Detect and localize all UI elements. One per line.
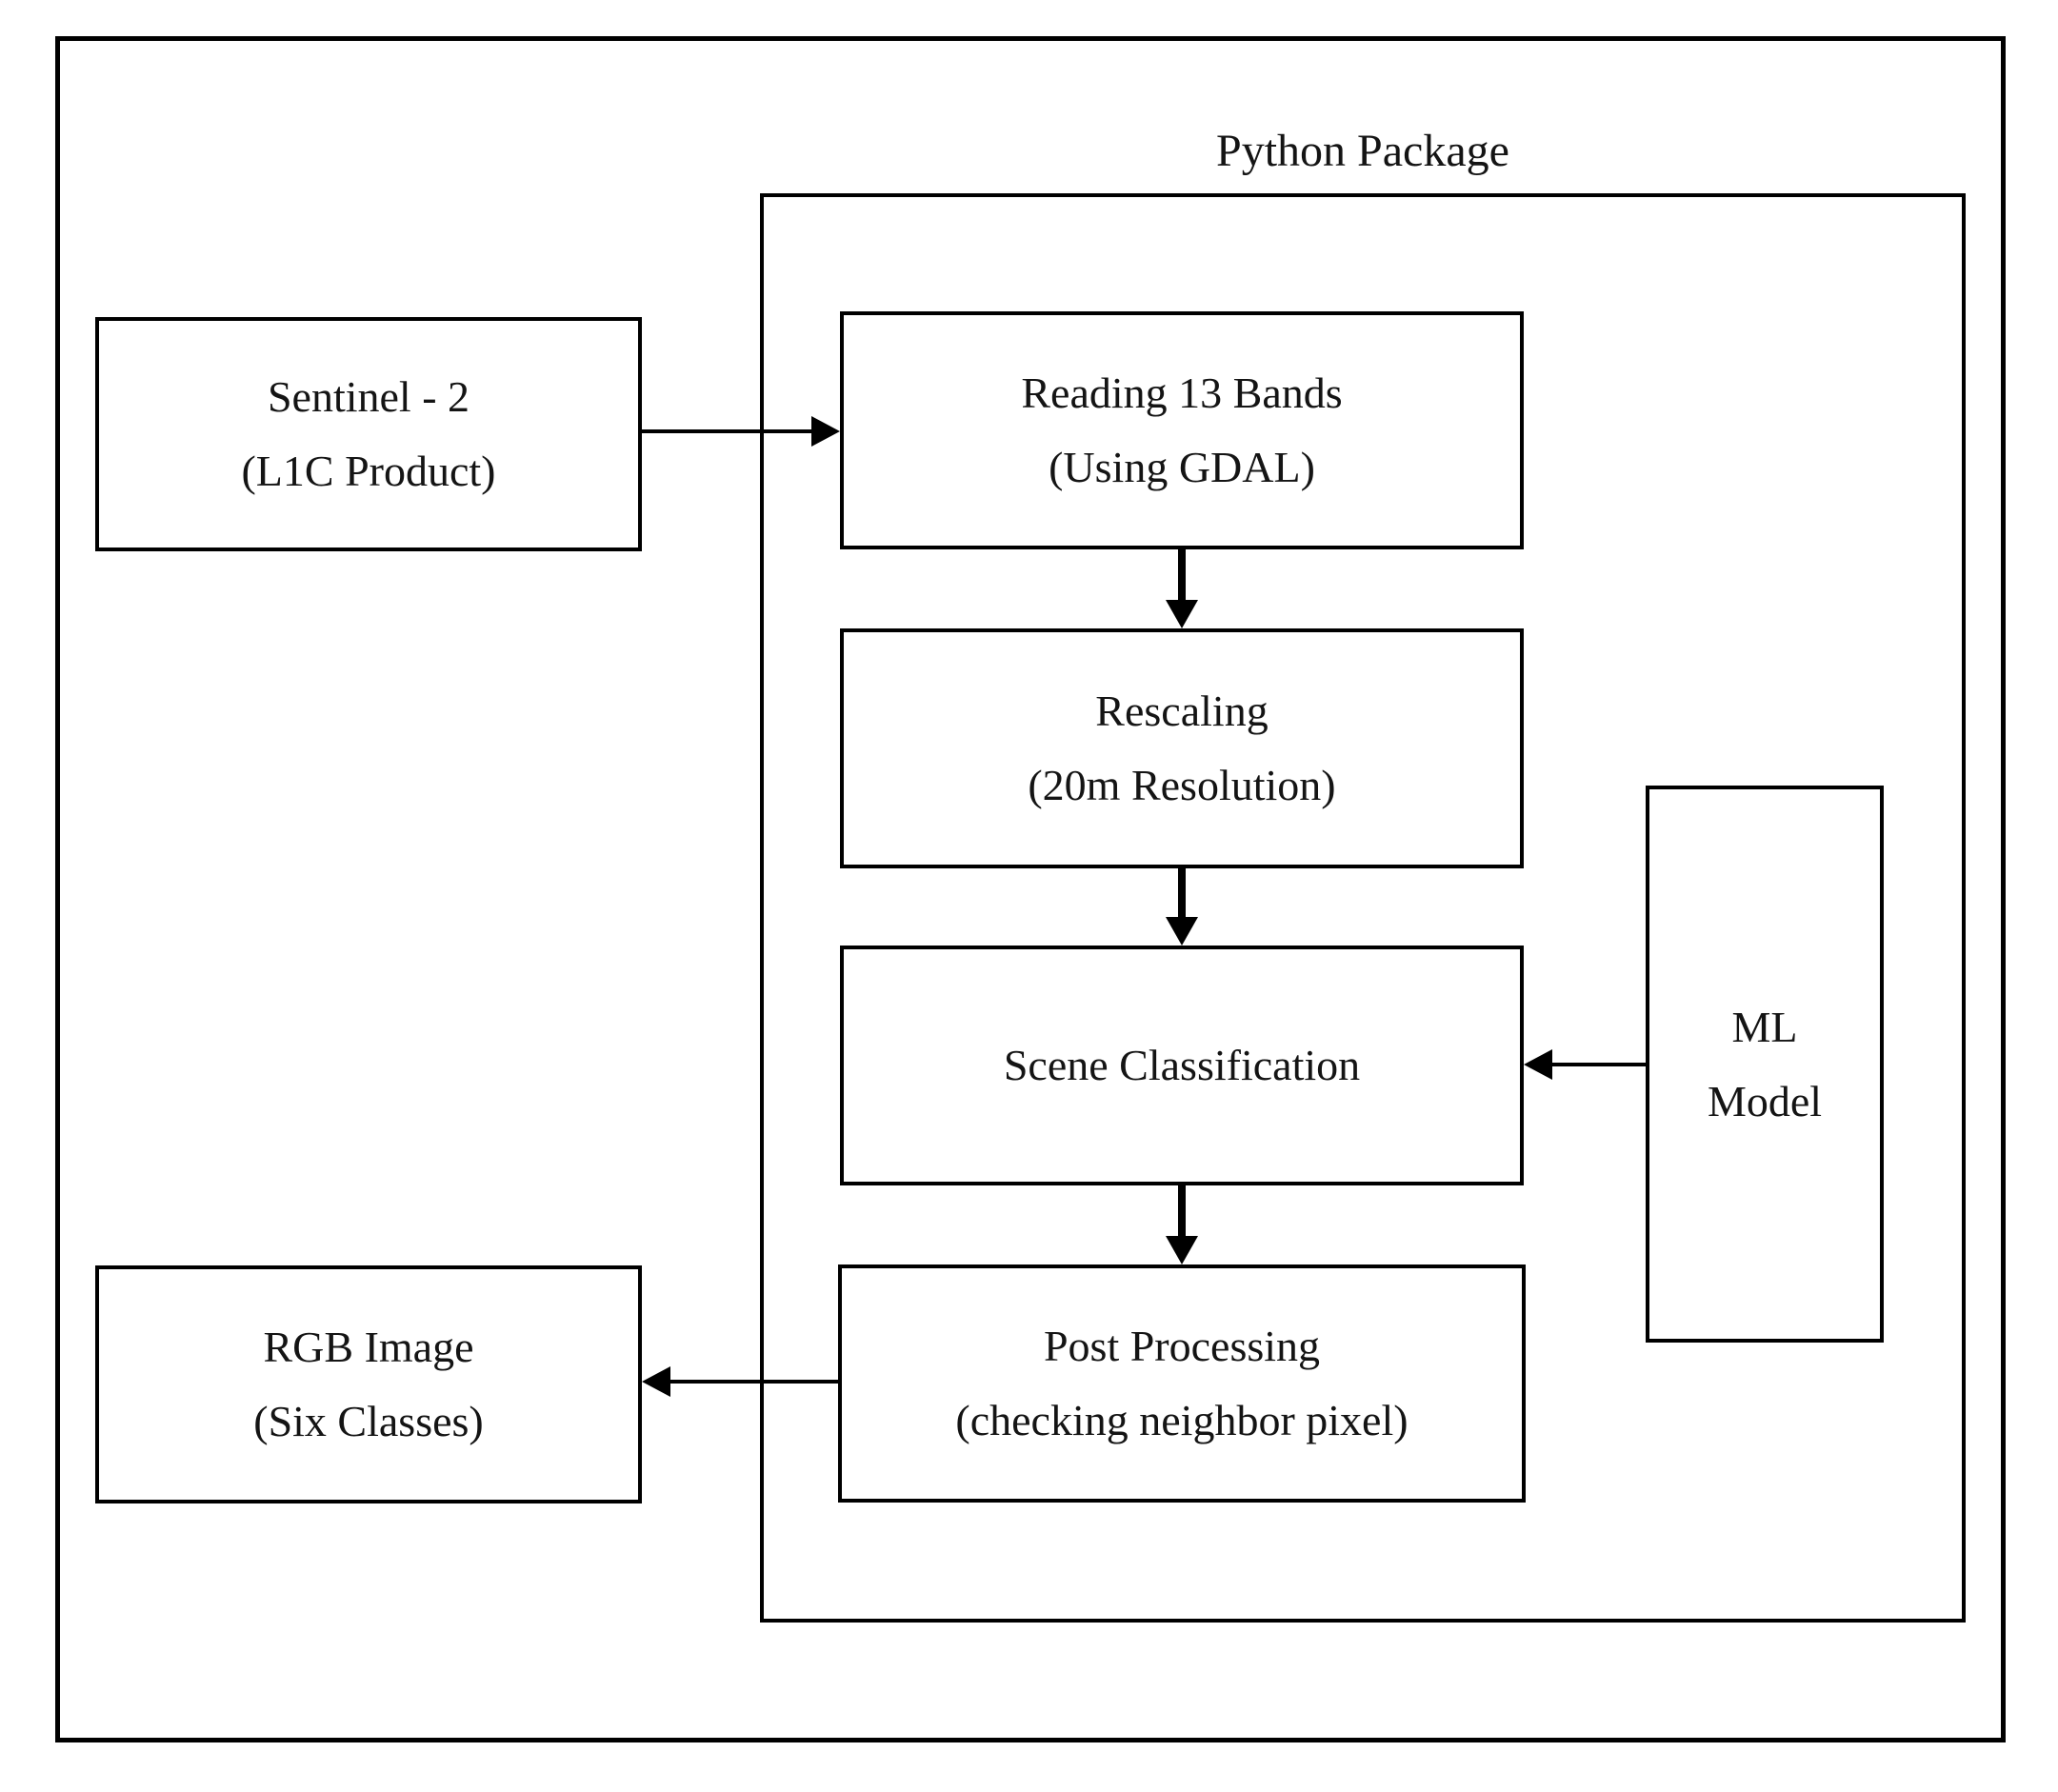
arrow-down-icon [1166, 917, 1198, 946]
node-post-processing-line1: Post Processing [1043, 1322, 1321, 1370]
python-package-label: Python Package [1216, 126, 1509, 176]
arrow-down-icon [1166, 600, 1198, 628]
arrow-post-to-rgb-line [670, 1380, 838, 1384]
outer-border [55, 36, 2006, 1742]
arrow-ml-to-scene-line [1552, 1063, 1646, 1066]
node-rgb-image-line1: RGB Image [263, 1323, 474, 1371]
arrow-left-icon [1524, 1049, 1552, 1080]
node-rescaling-line1: Rescaling [1095, 687, 1269, 735]
node-rescaling: Rescaling (20m Resolution) [840, 628, 1524, 868]
arrow-reading-to-rescaling-line [1178, 549, 1186, 602]
python-package-container [760, 193, 1966, 1623]
node-post-processing: Post Processing (checking neighbor pixel… [838, 1264, 1526, 1503]
arrow-scene-to-post-line [1178, 1185, 1186, 1238]
node-rescaling-line2: (20m Resolution) [1028, 761, 1336, 809]
node-scene-classification-line1: Scene Classification [1003, 1041, 1361, 1089]
node-sentinel-2-line1: Sentinel - 2 [267, 372, 470, 421]
arrow-left-icon [642, 1366, 670, 1397]
arrow-sentinel-to-reading-line [642, 429, 813, 433]
node-reading-13-bands-line1: Reading 13 Bands [1021, 368, 1343, 417]
node-ml-model-line1: ML [1731, 1002, 1798, 1051]
node-ml-model-line2: Model [1707, 1076, 1823, 1125]
node-ml-model: ML Model [1646, 786, 1884, 1343]
node-reading-13-bands: Reading 13 Bands (Using GDAL) [840, 311, 1524, 549]
node-sentinel-2: Sentinel - 2 (L1C Product) [95, 317, 642, 551]
node-reading-13-bands-line2: (Using GDAL) [1049, 443, 1315, 491]
node-sentinel-2-line2: (L1C Product) [241, 447, 496, 495]
node-rgb-image-line2: (Six Classes) [253, 1397, 484, 1445]
arrow-right-icon [811, 416, 840, 447]
node-rgb-image: RGB Image (Six Classes) [95, 1265, 642, 1503]
arrow-down-icon [1166, 1236, 1198, 1264]
node-scene-classification: Scene Classification [840, 946, 1524, 1185]
node-post-processing-line2: (checking neighbor pixel) [955, 1396, 1409, 1444]
arrow-rescaling-to-scene-line [1178, 868, 1186, 919]
